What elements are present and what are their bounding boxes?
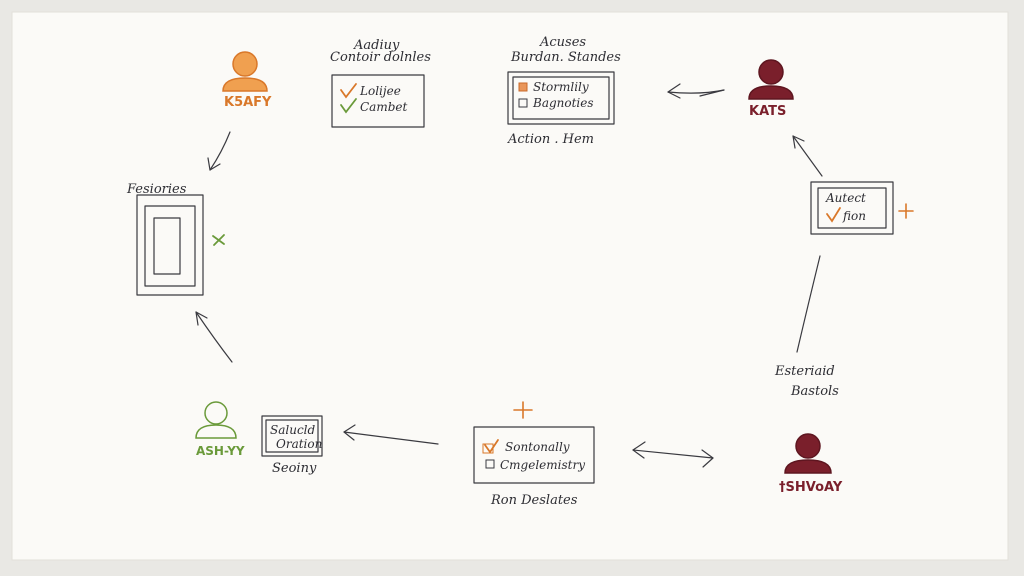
salucld-box-outer (261, 415, 323, 457)
arrowhead-salucld (343, 424, 356, 441)
sortonally-caption: Ron Deslates (491, 493, 578, 508)
estoriaid-line-2: Bastols (791, 384, 839, 399)
estoriaid-line-1: Esteriaid (775, 364, 835, 379)
line-autect-estoriaid (796, 255, 821, 353)
person-icon (784, 433, 832, 474)
sortonally-item-1: Sontonally (505, 440, 570, 454)
autect-box-inner (817, 187, 887, 229)
check-icon (340, 83, 357, 99)
burden-item-1: Stormlily (533, 80, 589, 94)
fessiories-title: Fesiories (127, 182, 187, 197)
cross-icon (212, 234, 225, 246)
check-icon (340, 98, 357, 114)
arrowhead-kats (792, 135, 805, 149)
burden-caption: Action . Hem (508, 132, 595, 147)
arrowhead-up (195, 311, 208, 326)
contour-title-2: Contoir dolnles (330, 50, 431, 65)
burden-item-2: Bagnoties (533, 96, 594, 110)
contour-item-1: Lolijee (360, 84, 401, 98)
plus-icon (513, 401, 533, 419)
salucld-line-1: Salucld (270, 423, 316, 437)
autect-line-1: Autect (826, 191, 866, 205)
actor-label-kats: KATS (749, 104, 787, 119)
actor-label-shvoay: †SHVoAY (779, 480, 843, 495)
plus-icon (898, 203, 914, 219)
arrowhead-right (701, 449, 714, 468)
salucld-line-2: Oration (276, 437, 323, 451)
arrow-sortonally-salucld (343, 431, 439, 445)
empty-square-icon (518, 98, 528, 108)
filled-square-icon (518, 82, 528, 92)
burden-box-inner (512, 76, 610, 120)
contour-box (331, 74, 425, 128)
arrowhead-left (632, 441, 646, 459)
arrow-sortonally-shvoay (632, 449, 714, 459)
sortonally-item-2: Cmgelemistry (500, 458, 585, 472)
salucld-caption: Seoiny (272, 461, 317, 476)
arrowhead-burden (667, 83, 681, 99)
fessiories-box-inner (153, 217, 181, 275)
burden-box-outer (507, 71, 615, 125)
autect-line-2: fion (843, 209, 866, 223)
fessiories-box-outer (136, 194, 204, 296)
person-icon (195, 401, 237, 439)
fessiories-box-middle (144, 205, 196, 287)
check-icon (484, 439, 499, 454)
sortonally-box (473, 426, 595, 484)
arrow-k5afy-fessiories (209, 131, 231, 171)
actor-label-ashyy: ASH-YY (196, 444, 245, 458)
empty-square-icon (485, 459, 495, 469)
burden-title-2: Burdan. Standes (511, 50, 621, 65)
check-icon (826, 207, 841, 223)
contour-item-2: Cambet (360, 100, 408, 114)
autect-box-outer (810, 181, 894, 235)
arrow-kats-autect (792, 135, 823, 177)
person-icon (222, 51, 268, 92)
checkbox-frame (482, 443, 494, 454)
arrowhead-fessiories (207, 157, 221, 171)
arrow-tail-stroke (699, 89, 725, 97)
actor-label-k5afy: K5AFY (224, 95, 272, 110)
burden-title-1: Acuses (540, 35, 587, 50)
person-icon (748, 59, 794, 100)
arrow-ashyy-fessiories (195, 311, 233, 363)
salucld-box-inner (265, 419, 319, 453)
contour-title-1: Aadiuy (354, 38, 400, 53)
